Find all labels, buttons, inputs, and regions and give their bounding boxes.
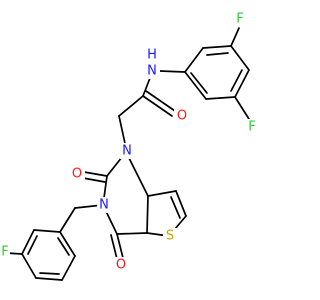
bond bbox=[206, 52, 229, 56]
atom-O4: O bbox=[113, 257, 129, 273]
bond bbox=[59, 207, 76, 233]
bond bbox=[170, 196, 181, 219]
bond bbox=[35, 277, 63, 281]
bond bbox=[39, 272, 60, 275]
bond bbox=[184, 71, 207, 100]
bond bbox=[234, 69, 250, 98]
bond bbox=[33, 229, 61, 233]
bond bbox=[147, 190, 177, 197]
atom-F3: F bbox=[0, 244, 10, 260]
bond bbox=[110, 234, 118, 260]
atom-label: F bbox=[1, 245, 8, 260]
bond bbox=[145, 90, 176, 112]
atom-F1: F bbox=[233, 11, 247, 27]
atom-N3: N bbox=[97, 197, 112, 213]
bond bbox=[82, 177, 106, 183]
bond bbox=[205, 96, 236, 100]
bond bbox=[118, 115, 127, 149]
atom-label: O bbox=[72, 167, 82, 182]
bond bbox=[202, 45, 232, 49]
bond bbox=[27, 235, 38, 255]
bond bbox=[175, 190, 187, 217]
bond bbox=[142, 95, 173, 117]
bond bbox=[184, 47, 204, 73]
bond bbox=[83, 171, 108, 177]
bond bbox=[21, 229, 35, 255]
atom-O-amide: O bbox=[174, 108, 190, 124]
bond bbox=[21, 253, 37, 279]
bond bbox=[230, 45, 250, 71]
atom-amide-NH: N H bbox=[145, 47, 160, 79]
atom-label: F bbox=[248, 120, 255, 135]
bond bbox=[146, 195, 149, 234]
structure-canvas: F F F N H O N N O bbox=[0, 11, 259, 281]
atom-labels: F F F N H O N N O bbox=[0, 11, 259, 273]
bond bbox=[234, 96, 250, 120]
bond bbox=[230, 27, 240, 47]
atom-label: N bbox=[99, 198, 109, 213]
bond bbox=[59, 231, 76, 257]
bond bbox=[142, 77, 151, 97]
bond bbox=[230, 69, 243, 92]
bond bbox=[116, 233, 124, 259]
atom-N1: N bbox=[120, 143, 135, 159]
bond bbox=[125, 151, 149, 197]
bond bbox=[118, 95, 144, 117]
bonds bbox=[5, 27, 250, 281]
bond bbox=[116, 232, 148, 235]
atom-O2: O bbox=[69, 166, 85, 182]
atom-label: N bbox=[122, 144, 132, 159]
bond bbox=[159, 70, 186, 73]
bond bbox=[190, 72, 208, 94]
molecule-drawing: F F F N H O N N O bbox=[0, 11, 259, 281]
atom-label: O bbox=[177, 109, 187, 124]
atom-label: F bbox=[236, 12, 243, 27]
atom-label: H bbox=[147, 48, 157, 63]
atom-label: O bbox=[116, 258, 126, 273]
bond bbox=[61, 255, 76, 281]
atom-label: S bbox=[166, 229, 174, 244]
bond bbox=[57, 237, 70, 256]
atom-S: S bbox=[163, 228, 177, 244]
atom-F2: F bbox=[245, 119, 259, 135]
atom-label: N bbox=[147, 64, 157, 79]
